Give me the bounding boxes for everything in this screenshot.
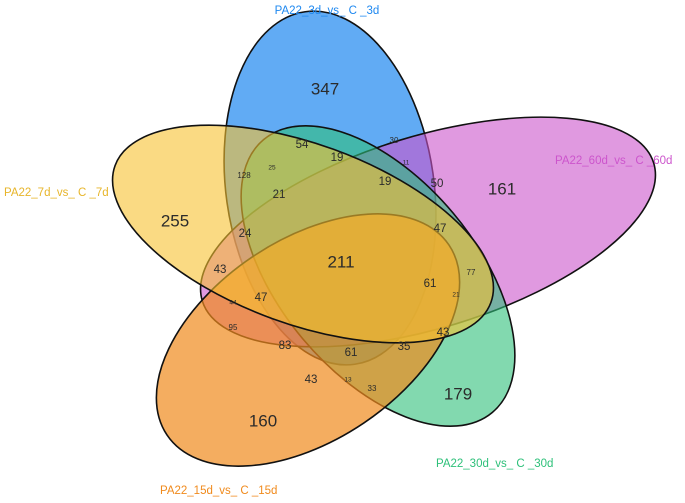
region-count: 35 <box>398 341 411 353</box>
region-count: 30 <box>390 136 399 145</box>
region-count: 11 <box>403 160 410 167</box>
region-count: 255 <box>161 211 189 230</box>
region-count: 54 <box>296 139 309 151</box>
set-ellipses <box>111 10 657 467</box>
region-count: 19 <box>379 176 392 188</box>
region-count: 211 <box>327 252 354 271</box>
region-count: 161 <box>488 179 516 198</box>
ellipse-7d <box>111 124 495 344</box>
region-count: 25 <box>268 165 276 172</box>
region-count: 43 <box>214 264 227 276</box>
set-labels: PA22_3d_vs_ C _3d PA22_60d_vs_ C _60d PA… <box>4 5 672 497</box>
region-count: 24 <box>239 228 252 240</box>
region-count: 19 <box>331 152 344 164</box>
region-count: 44 <box>229 300 237 307</box>
set-label-7d: PA22_7d_vs_ C _7d <box>4 187 109 199</box>
region-count: 83 <box>279 340 292 352</box>
region-count: 47 <box>255 292 268 304</box>
region-count: 160 <box>249 411 277 430</box>
region-count: 21 <box>452 292 460 299</box>
region-count: 13 <box>344 377 352 384</box>
region-count: 61 <box>424 278 437 290</box>
region-count: 128 <box>237 171 251 180</box>
region-count: 21 <box>273 189 286 201</box>
set-label-15d: PA22_15d_vs_ C _15d <box>160 485 277 497</box>
region-count: 347 <box>311 79 339 98</box>
set-label-30d: PA22_30d_vs_ C _30d <box>436 458 553 470</box>
set-label-3d: PA22_3d_vs_ C _3d <box>275 5 380 17</box>
region-count: 43 <box>305 374 318 386</box>
region-counts: 347 161 255 179 160 54 30 128 25 19 11 5… <box>161 79 516 430</box>
region-count: 61 <box>345 347 358 359</box>
region-count: 33 <box>368 384 377 393</box>
region-count: 95 <box>229 323 238 332</box>
set-label-60d: PA22_60d_vs_ C _60d <box>555 155 672 167</box>
region-count: 43 <box>437 327 450 339</box>
region-count: 47 <box>434 223 447 235</box>
region-count: 77 <box>467 268 476 277</box>
region-count: 179 <box>444 384 472 403</box>
region-count: 50 <box>431 178 444 190</box>
